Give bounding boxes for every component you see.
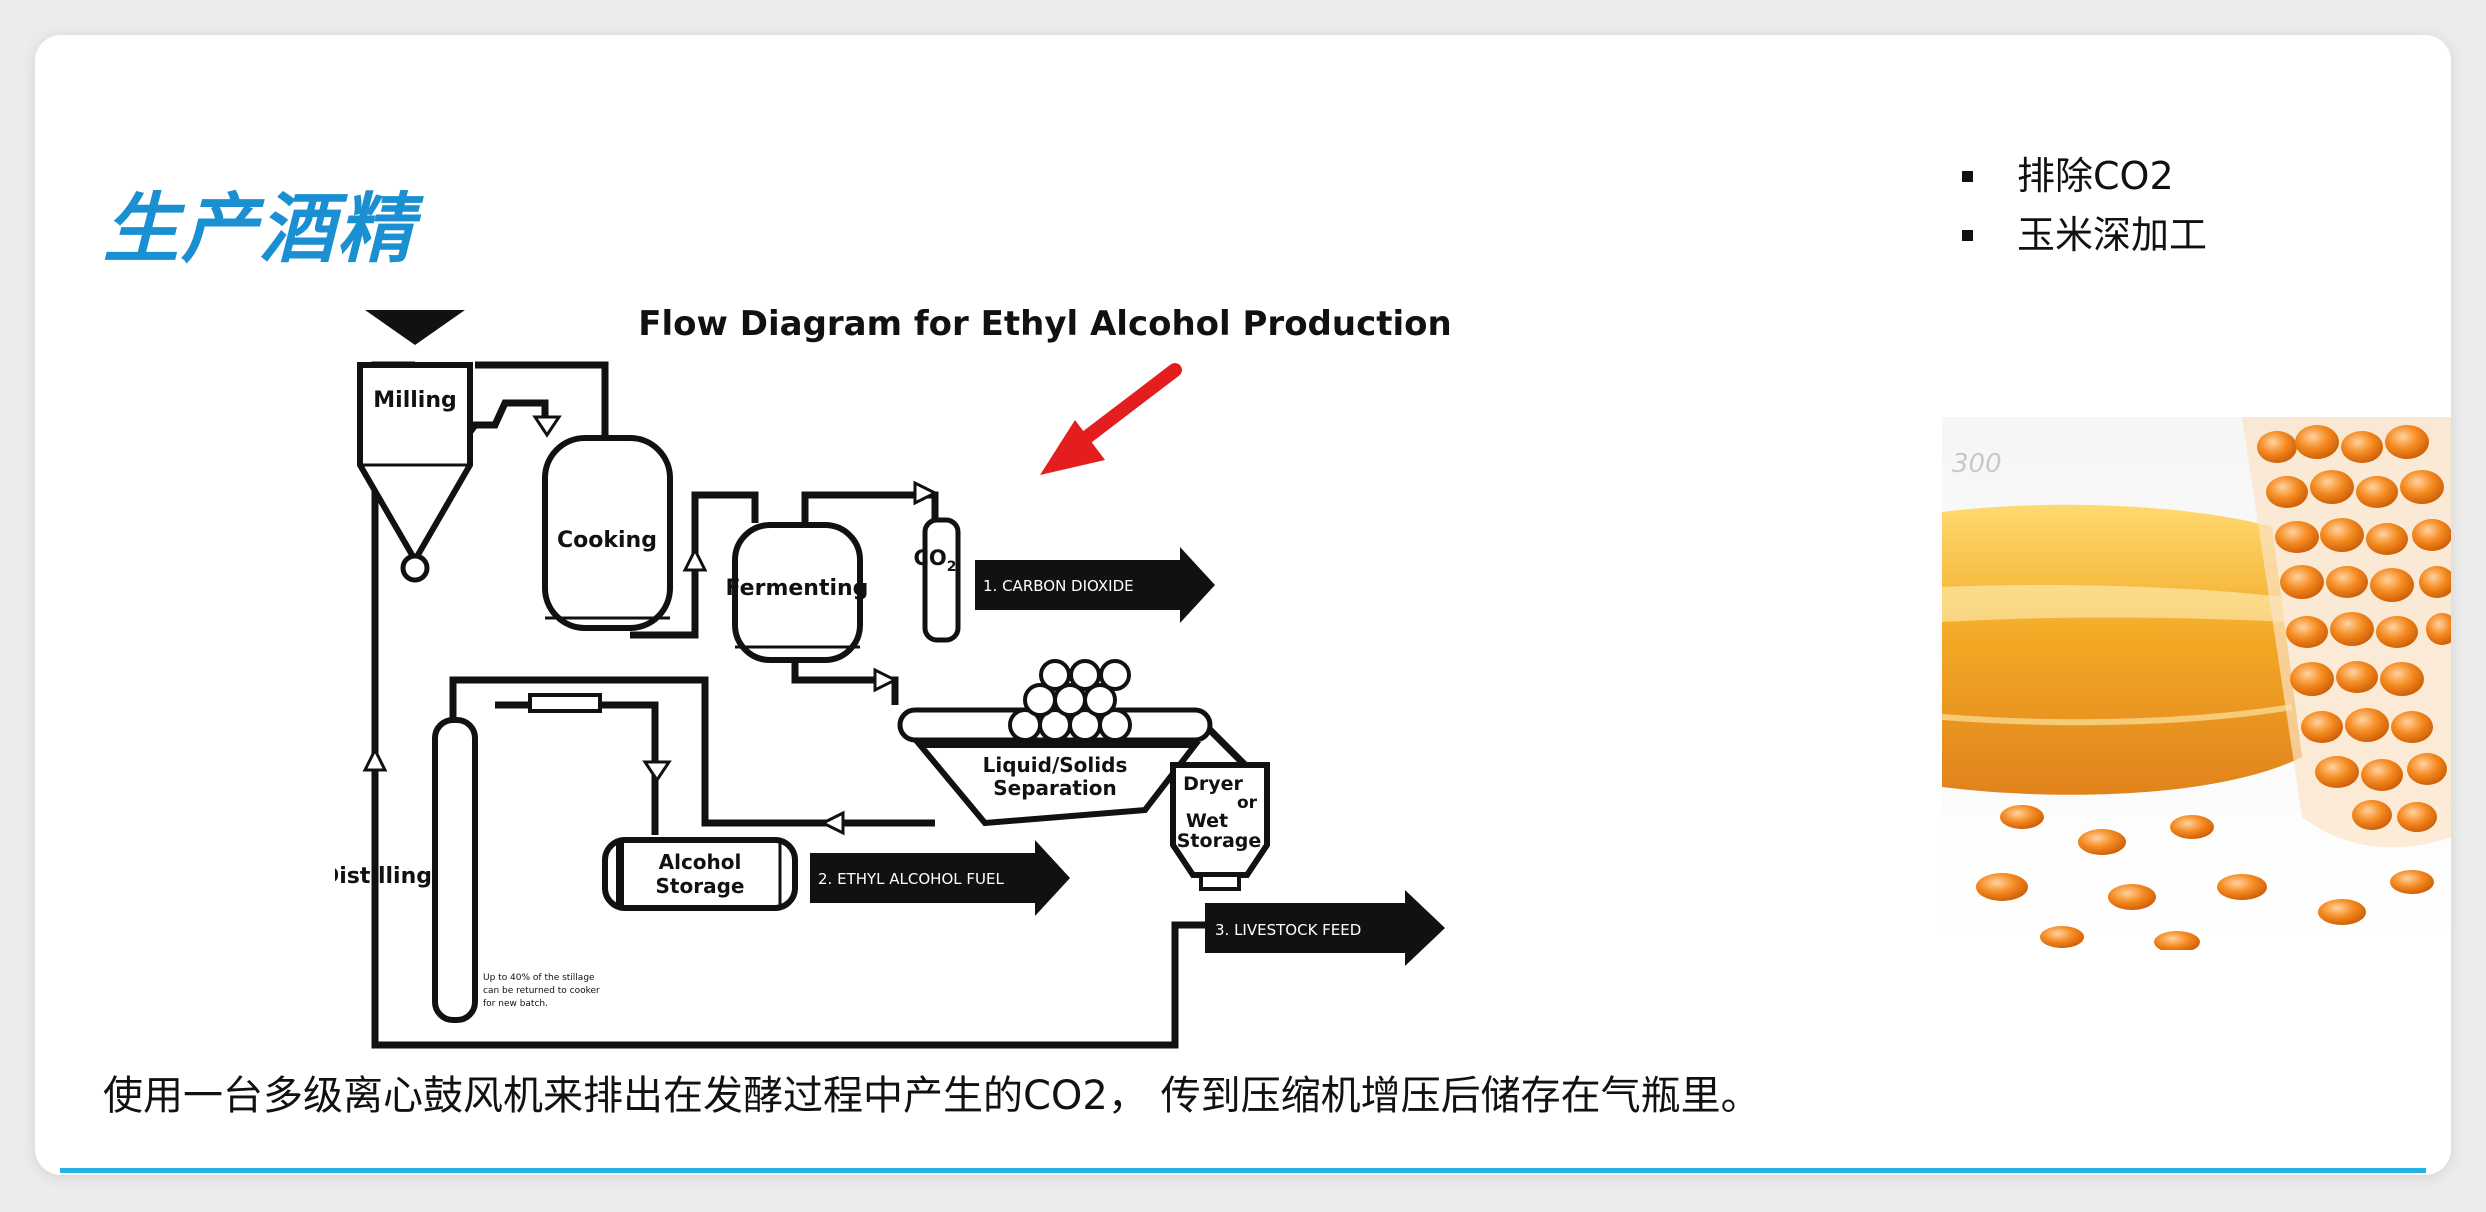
red-arrow-icon — [1040, 363, 1182, 475]
svg-text:for new batch.: for new batch. — [483, 999, 548, 1009]
accent-line — [60, 1168, 2426, 1173]
ethyl-alcohol-output: 2. ETHYL ALCOHOL FUEL — [810, 840, 1070, 916]
svg-text:or: or — [1237, 793, 1258, 813]
bullet-item: 排除CO2 — [1950, 147, 2207, 206]
milling-unit: Milling — [357, 310, 473, 583]
corn-ethanol-photo: 300 — [1942, 417, 2451, 950]
bullet-list: 排除CO2 玉米深加工 — [1950, 147, 2207, 265]
slide-title: 生产酒精 — [103, 184, 415, 273]
alcohol-storage-unit: Alcohol Storage — [602, 837, 798, 911]
milling-label: Milling — [373, 388, 456, 413]
svg-text:1. CARBON DIOXIDE: 1. CARBON DIOXIDE — [983, 577, 1134, 595]
svg-text:Dryer: Dryer — [1183, 773, 1243, 795]
svg-text:Storage: Storage — [1177, 830, 1262, 852]
flow-diagram: Milling Cooking Fermenting CO2 1. CARBON… — [335, 304, 1452, 1049]
cooking-unit: Cooking — [542, 435, 673, 631]
svg-text:Liquid/Solids: Liquid/Solids — [983, 753, 1128, 777]
dryer-unit: Dryer or Wet Storage — [1170, 762, 1270, 891]
stillage-note: Up to 40% of the stillage — [483, 973, 595, 983]
svg-text:Wet: Wet — [1186, 810, 1228, 832]
fermenting-label: Fermenting — [726, 576, 869, 601]
distilling-unit: Distilling — [335, 693, 602, 1023]
svg-text:Storage: Storage — [656, 874, 745, 898]
slide: 生产酒精 排除CO2 玉米深加工 — [35, 35, 2451, 1175]
bullet-item: 玉米深加工 — [1950, 206, 2207, 265]
carbon-dioxide-output: 1. CARBON DIOXIDE — [975, 547, 1215, 623]
diagram-title: Flow Diagram for Ethyl Alcohol Productio… — [638, 304, 1451, 344]
svg-text:CO2: CO2 — [913, 546, 956, 575]
livestock-feed-output: 3. LIVESTOCK FEED — [1205, 890, 1445, 966]
co2-cylinder: CO2 — [913, 517, 961, 643]
slide-caption: 使用一台多级离心鼓风机来排出在发酵过程中产生的CO2， 传到压缩机增压后储存在气… — [103, 1073, 1761, 1119]
separation-unit: Liquid/Solids Separation — [897, 659, 1213, 827]
svg-text:Alcohol: Alcohol — [659, 850, 742, 874]
svg-text:300: 300 — [1952, 449, 2002, 479]
svg-text:2. ETHYL ALCOHOL FUEL: 2. ETHYL ALCOHOL FUEL — [818, 870, 1004, 888]
fermenting-unit: Fermenting — [726, 522, 869, 663]
svg-text:can be returned to cooker: can be returned to cooker — [483, 986, 600, 996]
svg-text:Distilling: Distilling — [335, 864, 432, 889]
svg-text:3. LIVESTOCK FEED: 3. LIVESTOCK FEED — [1215, 921, 1361, 939]
svg-text:Separation: Separation — [993, 776, 1117, 800]
cooking-label: Cooking — [557, 528, 657, 553]
